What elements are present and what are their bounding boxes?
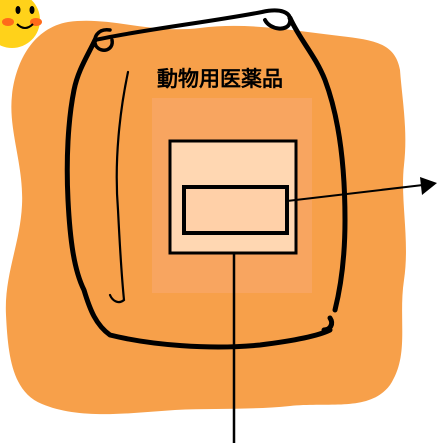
bag-top-roll — [93, 8, 293, 42]
inner-label-box — [182, 185, 289, 235]
bag-top-curl — [93, 28, 114, 52]
arrow-line — [286, 184, 424, 202]
arrow-right-icon — [420, 177, 437, 195]
bag-bottom-flap — [321, 315, 335, 333]
bag-outline — [64, 15, 348, 350]
bag-fold-line — [108, 70, 130, 304]
bag-title: 動物用医薬品 — [157, 67, 283, 91]
smiling-face-icon — [0, 0, 42, 48]
